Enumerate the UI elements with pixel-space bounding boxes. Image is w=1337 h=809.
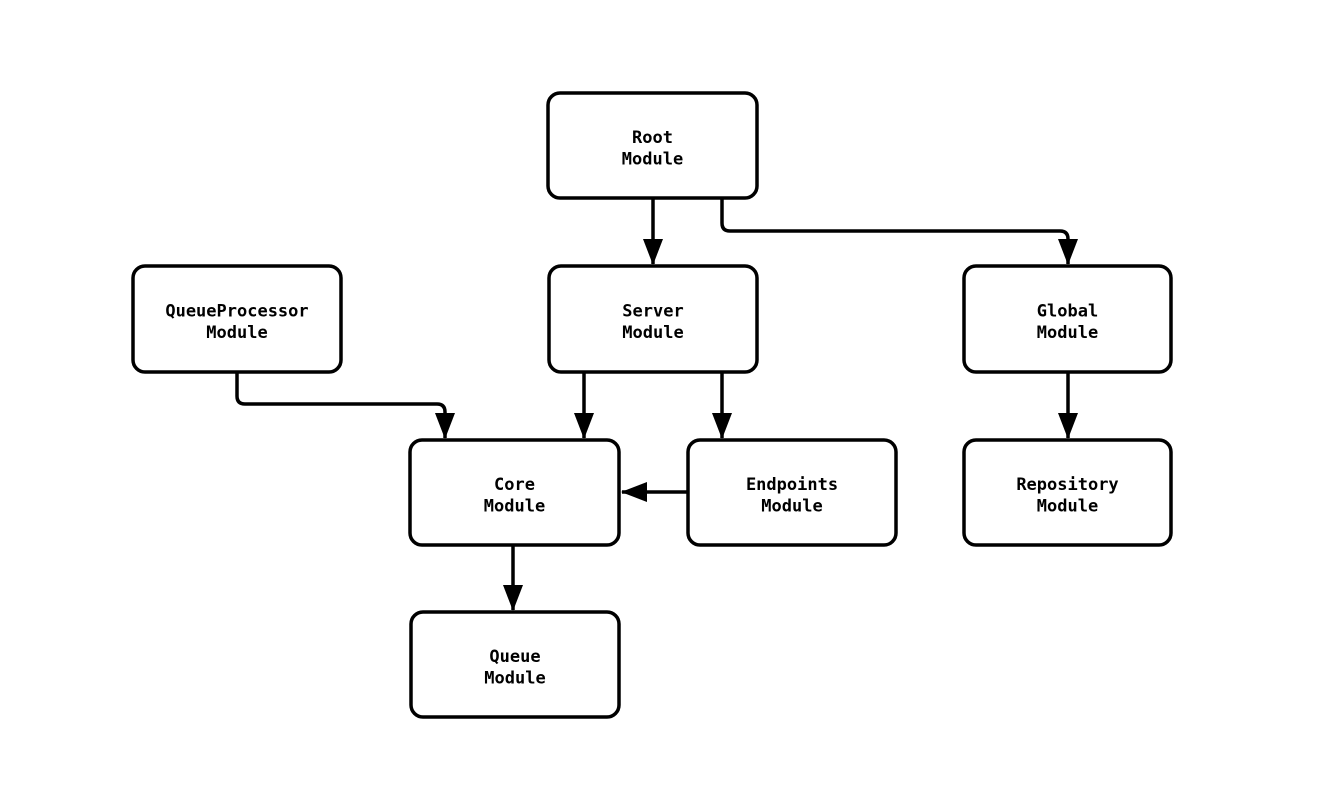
node-label-line: Module bbox=[484, 497, 545, 517]
node-label-line: Repository bbox=[1016, 475, 1118, 495]
edge-root-module-to-global-module bbox=[720, 198, 1078, 265]
node-label-line: Module bbox=[1037, 323, 1098, 343]
edge-queueprocessor-module-to-core-module bbox=[235, 372, 455, 439]
node-label-line: Module bbox=[761, 497, 822, 517]
edges-layer bbox=[235, 198, 1078, 611]
node-label-line: Module bbox=[484, 669, 545, 689]
node-label-line: Server bbox=[622, 302, 683, 322]
node-box bbox=[408, 438, 621, 547]
node-box bbox=[409, 610, 621, 719]
node-label-line: Module bbox=[206, 323, 267, 343]
node-label-line: Queue bbox=[489, 647, 540, 667]
node-box bbox=[546, 91, 759, 200]
node-label-line: QueueProcessor bbox=[165, 302, 308, 322]
node-label-line: Global bbox=[1037, 302, 1098, 322]
node-box bbox=[547, 264, 759, 374]
node-label-line: Endpoints bbox=[746, 475, 838, 495]
node-box bbox=[962, 438, 1173, 547]
node-label-line: Root bbox=[632, 128, 673, 148]
node-label-line: Core bbox=[494, 475, 535, 495]
node-label-line: Module bbox=[1037, 497, 1098, 517]
node-label-line: Module bbox=[622, 323, 683, 343]
node-label-line: Module bbox=[622, 150, 683, 170]
node-box bbox=[686, 438, 898, 547]
node-box bbox=[962, 264, 1173, 374]
node-box bbox=[131, 264, 343, 374]
